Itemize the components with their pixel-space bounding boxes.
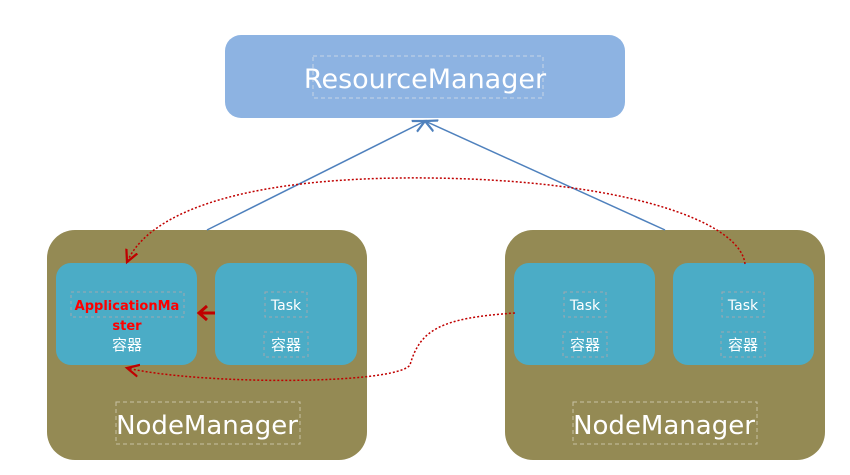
task-title: Task (569, 298, 601, 314)
node-manager-label: NodeManager (573, 411, 755, 441)
link-right-to-rm (425, 121, 666, 231)
node-manager-left: NodeManager ApplicationMa ster 容器 Task 容… (47, 230, 367, 460)
node-manager-label: NodeManager (116, 411, 298, 441)
container-application-master: ApplicationMa ster 容器 (56, 263, 197, 365)
resource-manager-label: ResourceManager (304, 64, 547, 95)
container-task: Task 容器 (215, 263, 357, 365)
node-manager-right: NodeManager Task 容器 Task 容器 (505, 230, 825, 460)
task-to-am-arrow-bottom (127, 312, 516, 382)
task-title: Task (270, 298, 302, 314)
container-label: 容器 (112, 336, 142, 354)
container-label: 容器 (570, 336, 600, 354)
task-to-am-arrow-solid (196, 304, 215, 322)
container-label: 容器 (728, 336, 758, 354)
container-task: Task 容器 (673, 263, 814, 365)
task-title: Task (727, 298, 759, 314)
application-master-title-line2: ster (112, 319, 142, 334)
application-master-title-line1: ApplicationMa (75, 299, 180, 314)
container-task: Task 容器 (514, 263, 655, 365)
task-to-am-arrow-top (127, 177, 746, 264)
container-label: 容器 (271, 336, 301, 354)
link-left-to-rm (206, 121, 425, 231)
resource-manager-box: ResourceManager (225, 35, 625, 118)
